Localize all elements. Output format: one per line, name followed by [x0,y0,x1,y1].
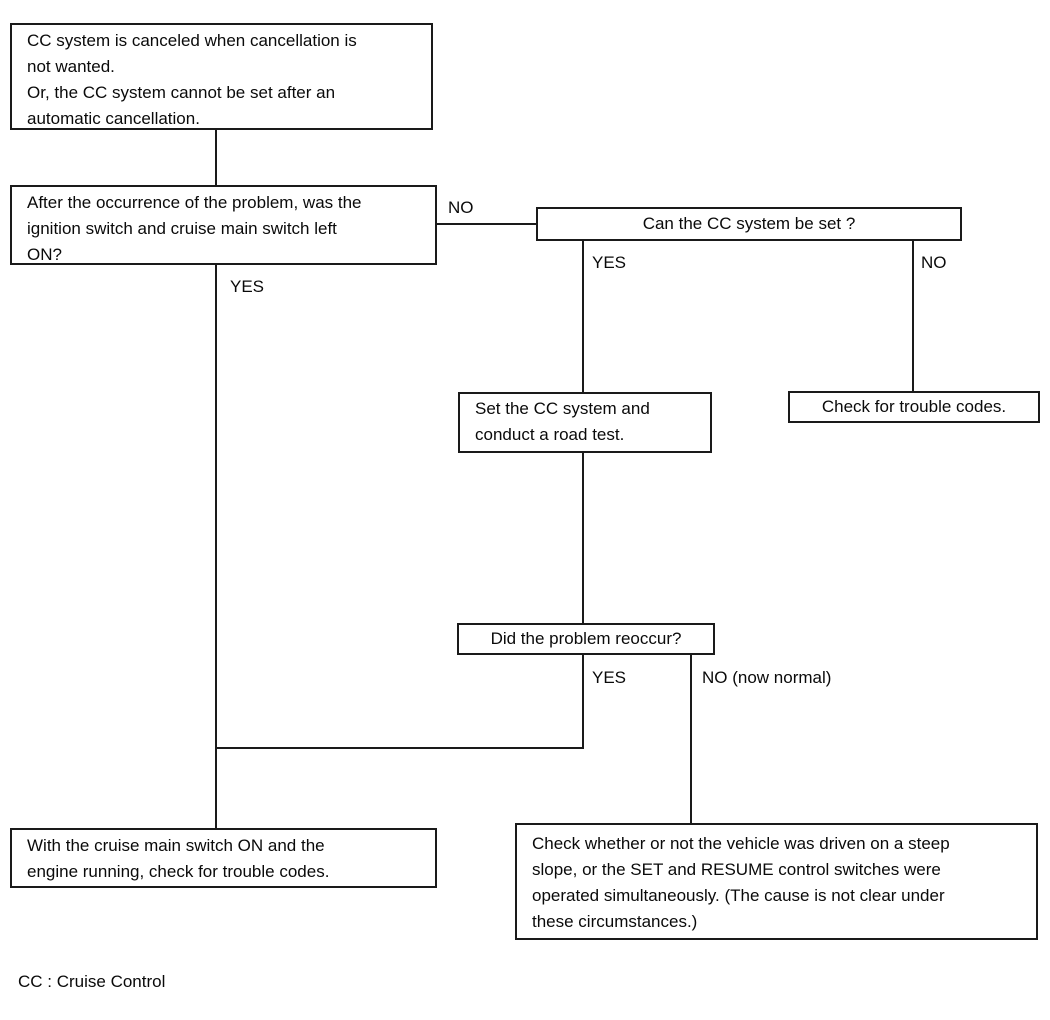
connector-can-set-yes-branch [582,241,584,392]
branch-label-can-set-yes: YES [592,253,627,272]
connector-problem-to-ignition-question [215,130,217,185]
connector-reoccur-yes-elbow [215,747,584,749]
node-check-trouble-codes: Check for trouble codes. [788,391,1040,423]
connector-reoccur-yes-vertical [582,655,584,749]
connector-road-test-to-reoccur [582,453,584,623]
node-can-cc-be-set-question: Can the CC system be set ? [536,207,962,241]
connector-ignition-no-branch [435,223,537,225]
node-problem-statement: CC system is canceled when cancellation … [10,23,433,130]
connector-reoccur-no-branch [690,655,692,823]
node-problem-reoccur-question: Did the problem reoccur? [457,623,715,655]
abbreviation-note: CC : Cruise Control [18,972,166,991]
node-road-test: Set the CC system and conduct a road tes… [458,392,712,453]
branch-label-can-set-no: NO [921,253,947,272]
branch-label-ignition-no: NO [448,198,474,217]
branch-label-reoccur-yes: YES [592,668,627,687]
node-steep-slope-check: Check whether or not the vehicle was dri… [515,823,1038,940]
connector-ignition-yes-branch [215,265,217,828]
node-ignition-switch-question: After the occurrence of the problem, was… [10,185,437,265]
branch-label-reoccur-no: NO (now normal) [702,668,832,687]
node-check-codes-engine-running: With the cruise main switch ON and the e… [10,828,437,888]
branch-label-ignition-yes: YES [230,277,265,296]
connector-can-set-no-branch [912,241,914,391]
